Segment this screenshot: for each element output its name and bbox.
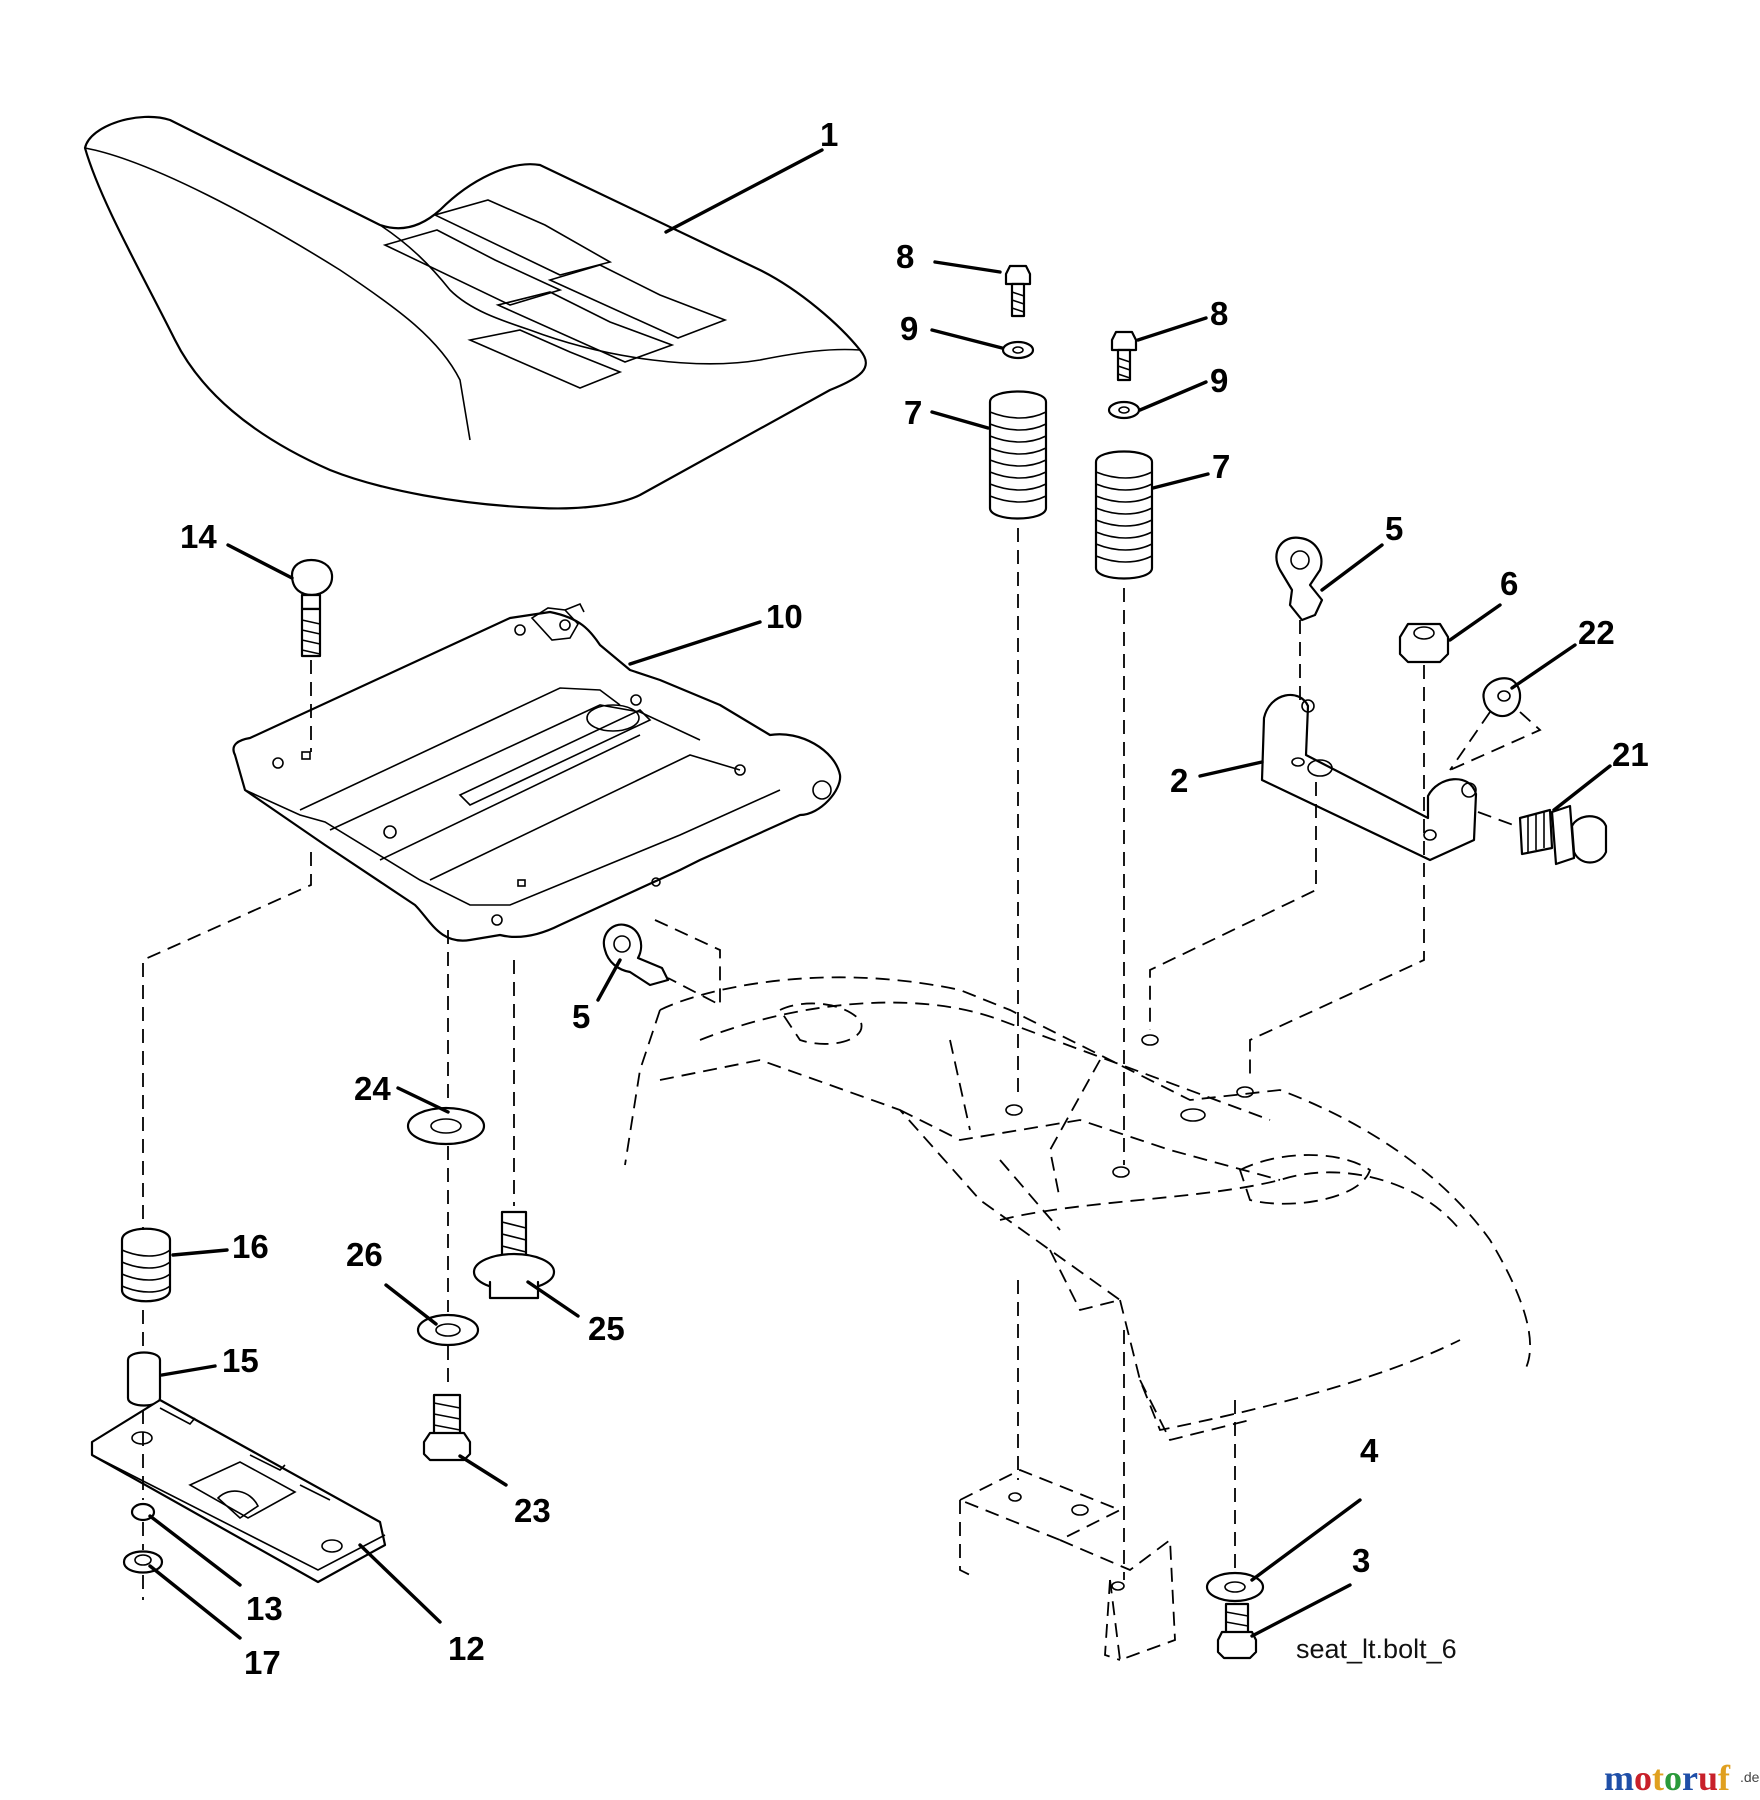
shoulder-bolt-25 bbox=[472, 1210, 556, 1300]
callout-25: 25 bbox=[588, 1310, 625, 1347]
carriage-bolt-14 bbox=[290, 559, 334, 658]
bolt-8-right bbox=[1110, 330, 1138, 382]
shoulder-bolt-21 bbox=[1518, 804, 1608, 866]
callout-3: 3 bbox=[1352, 1542, 1370, 1579]
callout-7-left: 7 bbox=[904, 394, 922, 431]
callout-6: 6 bbox=[1500, 565, 1518, 602]
mounting-bracket-2 bbox=[1260, 693, 1478, 862]
assembly-lines bbox=[142, 528, 1542, 1600]
brand-letter: t bbox=[1652, 1758, 1664, 1798]
spring-7-right bbox=[1094, 450, 1154, 580]
brand-logo-text: motoruf bbox=[1604, 1758, 1731, 1798]
callout-13: 13 bbox=[246, 1590, 283, 1627]
wire-clip-right bbox=[1275, 536, 1324, 622]
brand-letter: f bbox=[1718, 1758, 1731, 1798]
wire-clip-left bbox=[602, 923, 670, 987]
hex-bolt-3 bbox=[1216, 1602, 1258, 1660]
hex-nut-6 bbox=[1398, 622, 1450, 664]
flat-washer-4 bbox=[1205, 1571, 1265, 1603]
spacer-15 bbox=[126, 1351, 162, 1407]
callout-5-left: 5 bbox=[572, 998, 590, 1035]
callout-16: 16 bbox=[232, 1228, 269, 1265]
spring-16 bbox=[120, 1227, 172, 1303]
callout-23: 23 bbox=[514, 1492, 551, 1529]
brand-letter: m bbox=[1604, 1758, 1634, 1798]
brand-letter: u bbox=[1698, 1758, 1718, 1798]
callout-24: 24 bbox=[354, 1070, 391, 1107]
flat-washer-24 bbox=[406, 1106, 486, 1146]
washer-9-right bbox=[1107, 400, 1141, 420]
brand-letter: o bbox=[1664, 1758, 1682, 1798]
bolt-8-left bbox=[1004, 264, 1032, 318]
callout-17: 17 bbox=[244, 1644, 281, 1681]
callout-22: 22 bbox=[1578, 614, 1615, 651]
callout-14: 14 bbox=[180, 518, 217, 555]
callout-26: 26 bbox=[346, 1236, 383, 1273]
motoruf-watermark: motoruf .de bbox=[1604, 1758, 1760, 1798]
callout-12: 12 bbox=[448, 1630, 485, 1667]
callout-4: 4 bbox=[1360, 1432, 1379, 1469]
callout-5-right: 5 bbox=[1385, 510, 1403, 547]
callout-labels: 1 2 3 4 5 5 6 7 7 8 8 9 9 10 12 13 14 15… bbox=[180, 116, 1649, 1681]
brand-letter: r bbox=[1682, 1758, 1698, 1798]
hex-bolt-23 bbox=[422, 1393, 472, 1462]
chassis-outline bbox=[624, 976, 1531, 1662]
callout-8-left: 8 bbox=[896, 238, 914, 275]
brand-logo-tld: .de bbox=[1740, 1769, 1760, 1785]
callout-21: 21 bbox=[1612, 736, 1649, 773]
callout-10: 10 bbox=[766, 598, 803, 635]
diagram-reference-code: seat_lt.bolt_6 bbox=[1296, 1634, 1457, 1664]
washer-9-left bbox=[1001, 340, 1035, 360]
callout-7-right: 7 bbox=[1212, 448, 1230, 485]
callout-2: 2 bbox=[1170, 762, 1188, 799]
callout-1: 1 bbox=[820, 116, 838, 153]
spring-7-left bbox=[988, 390, 1048, 520]
lock-washer-26 bbox=[416, 1313, 480, 1347]
callout-9-left: 9 bbox=[900, 310, 918, 347]
brand-letter: o bbox=[1634, 1758, 1652, 1798]
seat bbox=[83, 115, 867, 510]
callout-9-right: 9 bbox=[1210, 362, 1228, 399]
callout-15: 15 bbox=[222, 1342, 259, 1379]
nut-22 bbox=[1482, 677, 1522, 718]
callout-8-right: 8 bbox=[1210, 295, 1228, 332]
seat-pan bbox=[232, 602, 842, 942]
leader-lines bbox=[148, 148, 1612, 1640]
